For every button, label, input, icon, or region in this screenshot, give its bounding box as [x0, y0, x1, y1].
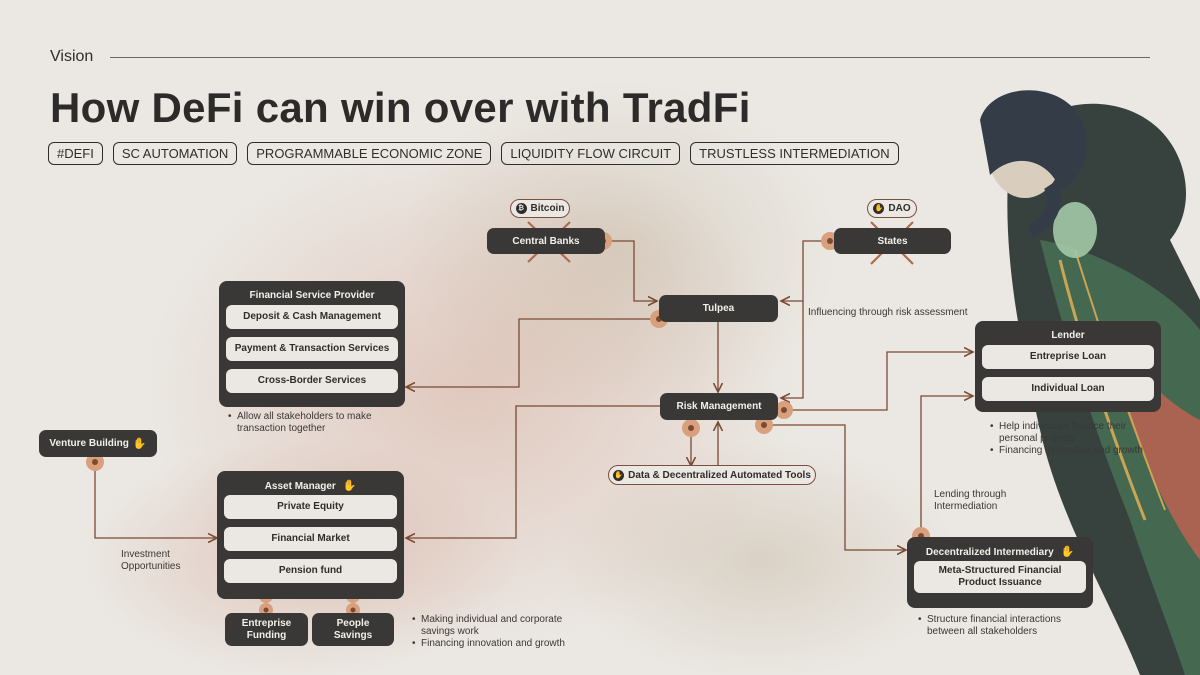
dot-risk-right: [775, 401, 793, 419]
dot-risk-bottom2: [755, 416, 773, 434]
hand-coin-icon: ✋: [613, 469, 625, 481]
di-notes: Structure financial interactions between…: [918, 614, 1078, 638]
bitcoin-pill[interactable]: ₿ Bitcoin: [510, 199, 570, 218]
fsp-note: Allow all stakeholders to make transacti…: [228, 411, 378, 435]
am-title: Asset Manager: [264, 481, 336, 492]
di-title-row: Decentralized Intermediary ✋: [907, 543, 1093, 561]
lender-notes: Help individuals finance their personal …: [990, 421, 1150, 457]
section-label: Vision: [50, 48, 94, 65]
hand-coin-icon: ✋: [873, 203, 885, 214]
edge-tulpea-fsp: [406, 318, 659, 387]
am-note-1: Making individual and corporate savings …: [412, 614, 572, 638]
venture-building-label: Venture Building: [49, 438, 129, 449]
tag-defi[interactable]: #DEFI: [48, 142, 103, 165]
edge-states-tulpea: [781, 240, 830, 301]
tag-sc-automation[interactable]: SC AUTOMATION: [112, 142, 238, 165]
entreprise-funding-node[interactable]: Entreprise Funding: [225, 613, 308, 646]
di-note: Structure financial interactions between…: [918, 614, 1078, 638]
decentralized-intermediary-panel[interactable]: Decentralized Intermediary ✋ Meta-Struct…: [907, 537, 1093, 608]
influencing-label: Influencing through risk assessment: [808, 307, 968, 318]
fsp-title: Financial Service Provider: [249, 290, 375, 301]
lender-item-entreprise[interactable]: Entreprise Loan: [982, 345, 1154, 369]
central-banks-node[interactable]: Central Banks: [487, 228, 605, 254]
edge-risk-lender: [784, 352, 973, 411]
hand-coin-icon: ✋: [132, 438, 147, 450]
lender-note-1: Help individuals finance their personal …: [990, 421, 1150, 445]
dot-venture: [86, 453, 104, 471]
dao-label: DAO: [888, 203, 911, 214]
people-savings-node[interactable]: People Savings: [312, 613, 394, 646]
investment-label: Investment Opportunities: [121, 549, 181, 572]
venture-building-node[interactable]: Venture Building ✋: [39, 430, 157, 457]
page-title: How DeFi can win over with TradFi: [50, 84, 751, 131]
lending-label: Lending through Intermediation: [934, 489, 1007, 512]
financial-service-provider-panel[interactable]: Financial Service Provider Deposit & Cas…: [219, 281, 405, 407]
am-title-row: Asset Manager ✋: [217, 477, 404, 495]
bitcoin-icon: ₿: [515, 203, 527, 214]
fsp-item-payment[interactable]: Payment & Transaction Services: [226, 337, 398, 361]
states-node[interactable]: States: [834, 228, 951, 254]
edge-risk-intermediary: [764, 424, 906, 550]
dot-risk-bottom1: [682, 419, 700, 437]
data-tools-label: Data & Decentralized Automated Tools: [628, 469, 811, 481]
edge-venture-assetmanager: [94, 462, 217, 538]
lender-title: Lender: [1051, 330, 1085, 341]
dao-pill[interactable]: ✋ DAO: [867, 199, 917, 218]
lender-item-individual[interactable]: Individual Loan: [982, 377, 1154, 401]
risk-management-node[interactable]: Risk Management: [660, 393, 778, 420]
di-title: Decentralized Intermediary: [925, 547, 1054, 558]
am-note-2: Financing innovation and growth: [412, 638, 572, 650]
tag-trustless-intermediation[interactable]: TRUSTLESS INTERMEDIATION: [690, 142, 899, 165]
header-divider: [110, 57, 1150, 58]
fsp-notes: Allow all stakeholders to make transacti…: [228, 411, 378, 435]
am-item-private-equity[interactable]: Private Equity: [224, 495, 397, 519]
fsp-item-crossborder[interactable]: Cross-Border Services: [226, 369, 398, 393]
am-item-pension-fund[interactable]: Pension fund: [224, 559, 397, 583]
lender-panel[interactable]: Lender Entreprise Loan Individual Loan: [975, 321, 1161, 412]
fsp-item-deposit[interactable]: Deposit & Cash Management: [226, 305, 398, 329]
am-notes: Making individual and corporate savings …: [412, 614, 572, 650]
tag-list: #DEFI SC AUTOMATION PROGRAMMABLE ECONOMI…: [48, 142, 899, 165]
data-tools-pill[interactable]: ✋ Data & Decentralized Automated Tools: [608, 465, 816, 485]
di-item-meta-structured[interactable]: Meta-Structured Financial Product Issuan…: [914, 561, 1086, 593]
edge-intermediary-lender: [920, 396, 973, 536]
tulpea-node[interactable]: Tulpea: [659, 295, 778, 322]
edge-centralbanks-tulpea: [603, 240, 657, 301]
am-item-financial-market[interactable]: Financial Market: [224, 527, 397, 551]
hand-coin-icon: ✋: [342, 480, 357, 492]
bitcoin-label: Bitcoin: [530, 203, 565, 214]
hand-coin-icon: ✋: [1060, 546, 1075, 558]
tag-programmable-economic-zone[interactable]: PROGRAMMABLE ECONOMIC ZONE: [247, 142, 492, 165]
tag-liquidity-flow-circuit[interactable]: LIQUIDITY FLOW CIRCUIT: [501, 142, 681, 165]
edge-risk-assetmanager: [406, 405, 672, 538]
asset-manager-panel[interactable]: Asset Manager ✋ Private Equity Financial…: [217, 471, 404, 599]
lender-note-2: Financing innovation and growth: [990, 445, 1150, 457]
edge-states-risk: [781, 301, 804, 398]
